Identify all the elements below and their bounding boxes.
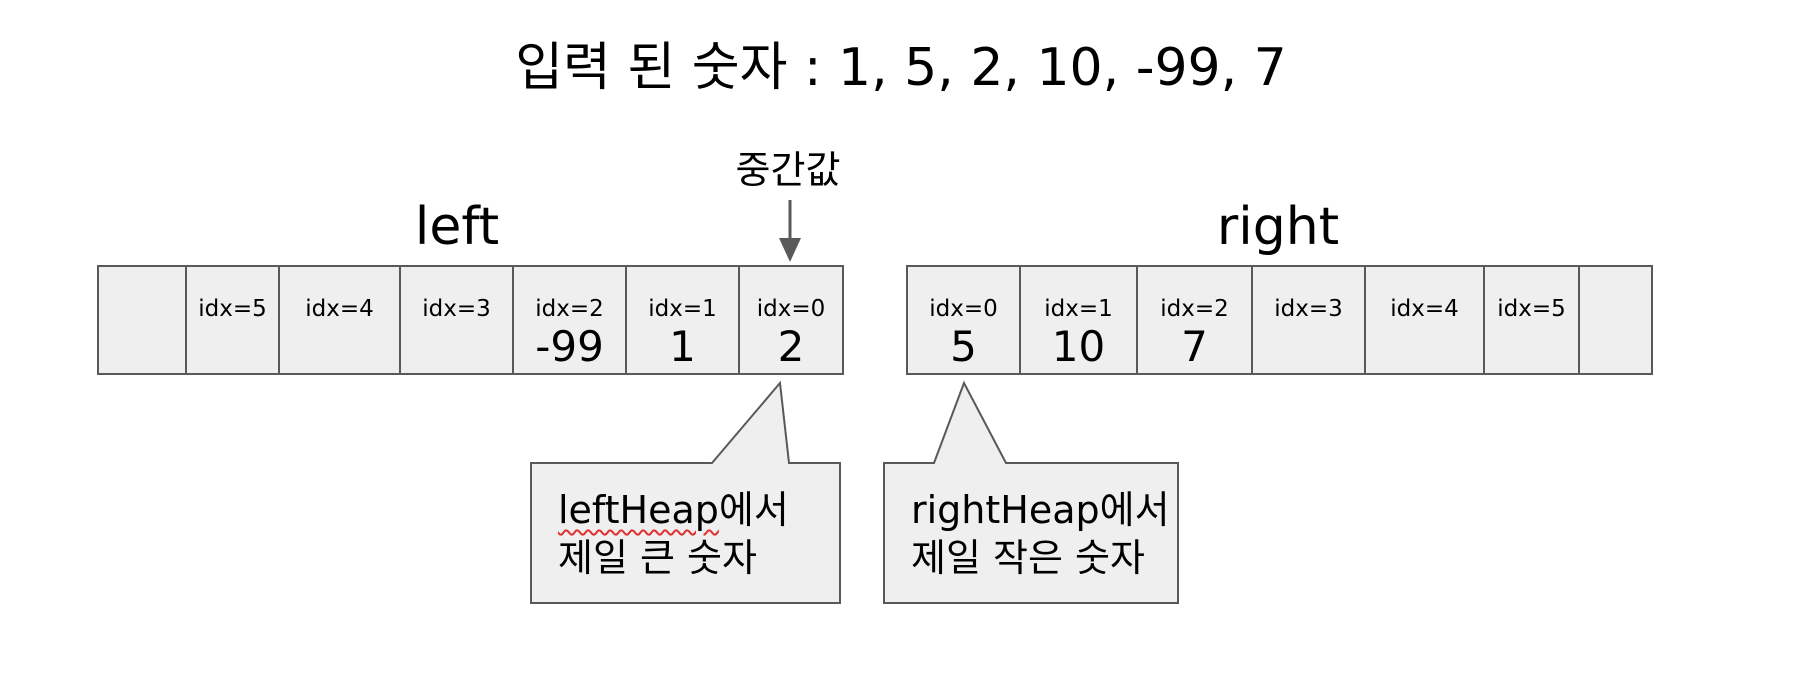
- left-callout-shape: [530, 380, 841, 604]
- left-array-cell: [99, 267, 187, 373]
- left-heap-label: left: [414, 197, 500, 257]
- right-heap-label: right: [1216, 197, 1340, 257]
- left-heap-array: idx=5 idx=4 idx=3 idx=2 -99 idx=1 1 idx=…: [97, 265, 844, 375]
- cell-index: idx=4: [1390, 296, 1459, 322]
- right-array-cell: idx=1 10: [1021, 267, 1138, 373]
- cell-value: 10: [1051, 322, 1106, 371]
- left-array-cell: idx=2 -99: [514, 267, 627, 373]
- cell-value: 1: [669, 322, 696, 371]
- cell-index: idx=1: [648, 296, 717, 322]
- left-array-cell: idx=0 2: [740, 267, 844, 373]
- left-callout-line2: 제일 큰 숫자: [558, 536, 757, 580]
- right-callout-line1: rightHeap에서: [911, 488, 1170, 532]
- right-array-cell: idx=0 5: [908, 267, 1021, 373]
- cell-value: -99: [535, 322, 604, 371]
- right-callout-line2: 제일 작은 숫자: [911, 536, 1145, 580]
- cell-index: [99, 267, 185, 295]
- spellcheck-word: leftHeap: [558, 488, 719, 532]
- cell-index: idx=0: [929, 296, 998, 322]
- median-label: 중간값: [735, 148, 841, 192]
- left-array-cell: idx=5: [187, 267, 280, 373]
- right-callout-shape: [883, 380, 1179, 604]
- cell-index: idx=5: [1497, 296, 1566, 322]
- right-array-cell: idx=4: [1366, 267, 1485, 373]
- cell-index: idx=5: [198, 296, 267, 322]
- cell-index: idx=3: [422, 296, 491, 322]
- right-array-cell: idx=3: [1253, 267, 1366, 373]
- cell-index: idx=2: [535, 296, 604, 322]
- median-arrow-head: [779, 238, 801, 262]
- cell-value: 7: [1181, 322, 1208, 371]
- left-array-cell: idx=1 1: [627, 267, 740, 373]
- diagram-title: 입력 된 숫자 : 1, 5, 2, 10, -99, 7: [515, 38, 1287, 98]
- left-callout-text: leftHeap에서 제일 큰 숫자: [558, 486, 789, 582]
- cell-index: idx=0: [756, 296, 826, 322]
- right-heap-array: idx=0 5 idx=1 10 idx=2 7 idx=3 idx=4 idx…: [906, 265, 1653, 375]
- cell-index: idx=1: [1044, 296, 1113, 322]
- cell-index: idx=4: [305, 296, 374, 322]
- cell-index: [1580, 267, 1651, 295]
- cell-index: idx=2: [1160, 296, 1229, 322]
- left-array-cell: idx=4: [280, 267, 401, 373]
- right-array-cell: [1580, 267, 1653, 373]
- left-array-cell: idx=3: [401, 267, 514, 373]
- cell-value: 2: [777, 322, 805, 371]
- left-callout-line1: leftHeap에서: [558, 486, 789, 534]
- right-callout-text: rightHeap에서 제일 작은 숫자: [911, 486, 1170, 582]
- left-callout-line1-suffix: 에서: [718, 488, 789, 532]
- right-array-cell: idx=2 7: [1138, 267, 1253, 373]
- right-array-cell: idx=5: [1485, 267, 1580, 373]
- cell-value: 5: [950, 322, 977, 371]
- cell-index: idx=3: [1274, 296, 1343, 322]
